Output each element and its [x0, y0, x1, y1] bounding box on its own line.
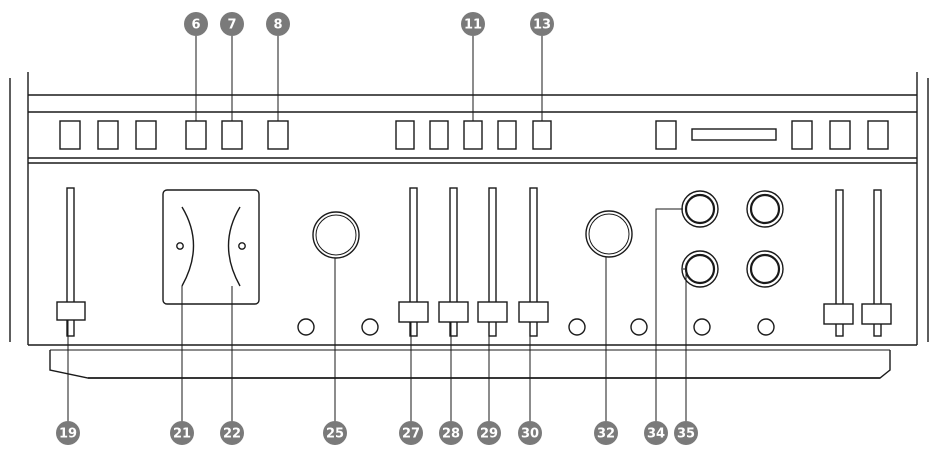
callout-35: 35 [674, 421, 698, 445]
meter-needle-right [227, 206, 241, 287]
push-button[interactable] [135, 120, 157, 150]
slider-knob[interactable] [518, 301, 549, 323]
push-button-6[interactable] [185, 120, 207, 150]
slider-right-1[interactable] [823, 189, 854, 337]
svg-text:34: 34 [647, 427, 665, 442]
callout-7: 7 [220, 12, 244, 36]
slider-29[interactable] [477, 187, 508, 337]
ring-knob-35[interactable] [681, 250, 719, 288]
push-button-8[interactable] [267, 120, 289, 150]
small-knob[interactable] [568, 318, 586, 336]
callout-30: 30 [518, 421, 542, 445]
small-knob[interactable] [693, 318, 711, 336]
callout-27: 27 [399, 421, 423, 445]
svg-text:29: 29 [480, 427, 498, 442]
svg-text:22: 22 [223, 427, 241, 442]
slider-knob[interactable] [861, 303, 892, 325]
callout-21: 21 [170, 421, 194, 445]
push-buttons-left [59, 120, 289, 150]
svg-text:7: 7 [227, 18, 236, 33]
push-button[interactable] [497, 120, 517, 150]
svg-text:32: 32 [597, 427, 615, 442]
ring-knob-34[interactable] [681, 190, 719, 228]
push-buttons-right [655, 120, 889, 150]
svg-text:21: 21 [173, 427, 191, 442]
svg-text:28: 28 [442, 427, 460, 442]
leader-lines-top [195, 36, 543, 121]
push-button-7[interactable] [221, 120, 243, 150]
svg-text:19: 19 [59, 427, 77, 442]
leader-lines-bottom [67, 208, 687, 422]
slider-19[interactable] [56, 187, 86, 337]
slider-knob[interactable] [56, 301, 86, 321]
callout-32: 32 [594, 421, 618, 445]
meter-needle-left [181, 206, 195, 287]
svg-text:11: 11 [464, 18, 482, 33]
push-button[interactable] [867, 120, 889, 150]
slider-right-2[interactable] [861, 189, 892, 337]
callouts-bottom: 19 21 22 25 27 28 29 30 [56, 421, 698, 445]
push-button[interactable] [655, 120, 677, 150]
callout-6: 6 [184, 12, 208, 36]
callout-25: 25 [323, 421, 347, 445]
push-button[interactable] [829, 120, 851, 150]
callout-22: 22 [220, 421, 244, 445]
small-knob[interactable] [630, 318, 648, 336]
push-button[interactable] [59, 120, 81, 150]
push-button[interactable] [97, 120, 119, 150]
push-buttons-middle [395, 120, 552, 150]
callout-34: 34 [644, 421, 668, 445]
push-button[interactable] [429, 120, 449, 150]
push-button[interactable] [791, 120, 813, 150]
slider-knob[interactable] [477, 301, 508, 323]
svg-text:27: 27 [402, 427, 420, 442]
slider-30[interactable] [518, 187, 549, 337]
slider-27[interactable] [398, 187, 429, 337]
callout-19: 19 [56, 421, 80, 445]
small-knob[interactable] [757, 318, 775, 336]
callouts-top: 6 7 8 11 13 [184, 12, 554, 36]
callout-13: 13 [530, 12, 554, 36]
small-knob[interactable] [361, 318, 379, 336]
level-meter [162, 189, 260, 305]
svg-text:35: 35 [677, 427, 695, 442]
svg-text:30: 30 [521, 427, 539, 442]
push-button[interactable] [395, 120, 415, 150]
large-knob-25[interactable] [312, 211, 360, 259]
callout-28: 28 [439, 421, 463, 445]
push-button-11[interactable] [463, 120, 483, 150]
callout-29: 29 [477, 421, 501, 445]
slider-knob[interactable] [398, 301, 429, 323]
svg-text:8: 8 [273, 18, 282, 33]
small-knob[interactable] [297, 318, 315, 336]
ring-knob[interactable] [746, 190, 784, 228]
svg-text:25: 25 [326, 427, 344, 442]
slider-28[interactable] [438, 187, 469, 337]
callout-8: 8 [266, 12, 290, 36]
svg-text:6: 6 [191, 18, 200, 33]
slider-knob[interactable] [438, 301, 469, 323]
panel-outline [9, 72, 929, 379]
display-slot [691, 128, 777, 141]
large-knob-32[interactable] [585, 210, 633, 258]
push-button-13[interactable] [532, 120, 552, 150]
callout-11: 11 [461, 12, 485, 36]
ring-knob[interactable] [746, 250, 784, 288]
slider-knob[interactable] [823, 303, 854, 325]
svg-text:13: 13 [533, 18, 551, 33]
